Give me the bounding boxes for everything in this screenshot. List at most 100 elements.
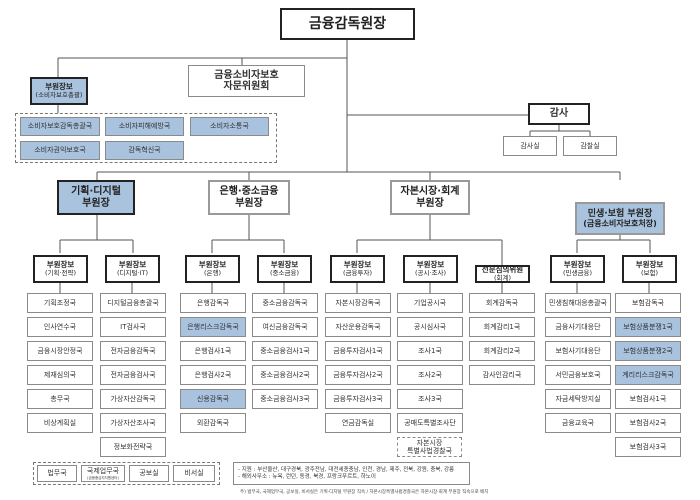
dept-box[interactable]: 중소금융검사3국 — [252, 389, 318, 409]
dept-label: 은행검사1국 — [194, 346, 232, 355]
auditor-box[interactable]: 감사 — [528, 103, 590, 125]
dept-box[interactable]: 외환감독국 — [180, 413, 246, 433]
dept-box[interactable]: 가상자산감독국 — [100, 389, 166, 409]
dept-box[interactable]: 서민금융보호국 — [545, 365, 611, 385]
dept-box[interactable]: 조사1국 — [397, 341, 463, 361]
dept-box[interactable]: 회계감리1국 — [469, 317, 535, 337]
dept-box[interactable]: 감사인감리국 — [469, 365, 535, 385]
dept-box[interactable]: 신용감독국 — [180, 389, 246, 409]
dept-box[interactable]: 금융투자검사2국 — [325, 365, 391, 385]
dept-box[interactable]: 가상자산조사국 — [100, 413, 166, 433]
dept-box[interactable]: 은행검사2국 — [180, 365, 246, 385]
dept-label: 보험검사2국 — [629, 418, 667, 427]
dept-label: 기획조정국 — [43, 298, 77, 307]
deputy-box[interactable]: 부원장보(디지털·IT) — [105, 255, 160, 283]
dept-box[interactable]: 연금감독실 — [325, 413, 391, 433]
dept-box[interactable]: 금융시장안정국 — [27, 341, 93, 361]
dept-box[interactable]: 감독혁신국 — [105, 141, 184, 160]
vp-consumer-insurance-box[interactable]: 민생·보험 부원장(금융소비자보호처장) — [575, 202, 665, 235]
dept-label: 여신금융감독국 — [262, 322, 308, 331]
governor-box[interactable]: 금융감독원장 — [280, 8, 415, 40]
dept-box[interactable]: 자산운용감독국 — [325, 317, 391, 337]
dept-box[interactable]: 금융투자검사1국 — [325, 341, 391, 361]
dept-box[interactable]: IT검사국 — [100, 317, 166, 337]
pr-office-box[interactable]: 공보실 — [129, 465, 169, 482]
deputy-title: 부원장보 — [198, 259, 227, 269]
dept-label: 중소금융검사3국 — [260, 394, 310, 403]
deputy-box[interactable]: 전문심의위원(회계) — [475, 265, 530, 283]
dept-box[interactable]: 인사연수국 — [27, 317, 93, 337]
deputy-box[interactable]: 부원장보(보험) — [622, 255, 677, 283]
dept-box[interactable]: 보험상품분쟁2국 — [615, 341, 681, 361]
dept-label: 중소금융검사2국 — [260, 370, 310, 379]
dept-label: 금융투자검사2국 — [333, 370, 383, 379]
dept-box[interactable]: 기획조정국 — [27, 293, 93, 313]
dept-box[interactable]: 보험사기대응단 — [545, 341, 611, 361]
dept-label: 금융투자검사1국 — [333, 346, 383, 355]
dept-box[interactable]: 보험검사3국 — [615, 437, 681, 457]
dept-label: 회계감독국 — [485, 298, 519, 307]
dept-box[interactable]: 기업공시국 — [397, 293, 463, 313]
dept-box[interactable]: 전자금융검사국 — [100, 365, 166, 385]
dept-box[interactable]: 보험감독국 — [615, 293, 681, 313]
deputy-box[interactable]: 부원장보(중소금융) — [257, 255, 312, 283]
deputy-box[interactable]: 부원장보(민생금융) — [550, 255, 605, 283]
dept-box[interactable]: 총무국 — [27, 389, 93, 409]
consumer-protection-deputy-box[interactable]: 부원장보(소비자보호총괄) — [30, 77, 88, 105]
deputy-box[interactable]: 부원장보(기획·전략) — [33, 255, 88, 283]
dept-box[interactable]: 비상계획실 — [27, 413, 93, 433]
dept-box[interactable]: 은행검사1국 — [180, 341, 246, 361]
deputy-title: 부원장보 — [635, 259, 664, 269]
dept-box[interactable]: 금융사기대응단 — [545, 317, 611, 337]
deputy-box[interactable]: 부원장보(은행) — [185, 255, 240, 283]
dept-box[interactable]: 소비자소통국 — [190, 117, 269, 136]
dept-box[interactable]: 디지털금융총괄국 — [100, 293, 166, 313]
dept-box[interactable]: 제재심의국 — [27, 365, 93, 385]
dept-box[interactable]: 정보화전략국 — [100, 437, 166, 457]
dept-box[interactable]: 민생침해대응총괄국 — [545, 293, 611, 313]
dept-box[interactable]: 금융투자검사3국 — [325, 389, 391, 409]
dept-box[interactable]: 조사3국 — [397, 389, 463, 409]
deputy-title: 부원장보 — [563, 259, 592, 269]
dept-box[interactable]: 중소금융검사1국 — [252, 341, 318, 361]
deputy-box[interactable]: 부원장보(공시·조사) — [403, 255, 458, 283]
deputy-title: 전문심의위원 — [481, 265, 524, 274]
dept-label: 회계감리2국 — [483, 346, 521, 355]
dept-box[interactable]: 보험검사2국 — [615, 413, 681, 433]
dept-box[interactable]: 소비자권익보호국 — [20, 141, 100, 160]
dept-box[interactable]: 회계감독국 — [469, 293, 535, 313]
dept-box[interactable]: 은행리스크감독국 — [180, 317, 246, 337]
audit-office-box[interactable]: 감사실 — [503, 136, 557, 156]
secretary-office-box[interactable]: 비서실 — [173, 465, 215, 482]
inspection-office-box[interactable]: 감찰실 — [563, 136, 617, 156]
dept-box[interactable]: 금융교육국 — [545, 413, 611, 433]
dept-box[interactable]: 중소금융감독국 — [252, 293, 318, 313]
dept-box[interactable]: 공매도특별조사단 — [397, 413, 463, 433]
dept-box[interactable]: 회계감리2국 — [469, 341, 535, 361]
dept-box[interactable]: 소비자보호감독총괄국 — [20, 117, 100, 136]
direct-units-group — [33, 462, 220, 485]
deputy-box[interactable]: 부원장보(금융투자) — [330, 255, 385, 283]
dept-box[interactable]: 여신금융감독국 — [252, 317, 318, 337]
dept-box[interactable]: 은행감독국 — [180, 293, 246, 313]
dept-box[interactable]: 조사2국 — [397, 365, 463, 385]
dept-label: 전자금융감독국 — [110, 346, 156, 355]
dept-box[interactable]: 소비자피해예방국 — [105, 117, 184, 136]
dept-box[interactable]: 계리리스크감독국 — [615, 365, 681, 385]
legal-dept-box[interactable]: 법무국 — [37, 465, 77, 482]
dept-box[interactable]: 자본시장감독국 — [325, 293, 391, 313]
intl-dept-box[interactable]: 국제업무국(금융중심지지원센터) — [81, 465, 125, 482]
dept-box[interactable]: 중소금융검사2국 — [252, 365, 318, 385]
dept-label: 전자금융검사국 — [110, 370, 156, 379]
dept-box[interactable]: 보험상품분쟁1국 — [615, 317, 681, 337]
dept-box[interactable]: 보험검사1국 — [615, 389, 681, 409]
dept-box[interactable]: 자금세탁방지실 — [545, 389, 611, 409]
dept-box[interactable]: 전자금융감독국 — [100, 341, 166, 361]
dept-label: 금융교육국 — [561, 418, 595, 427]
dept-box[interactable]: 공시심사국 — [397, 317, 463, 337]
